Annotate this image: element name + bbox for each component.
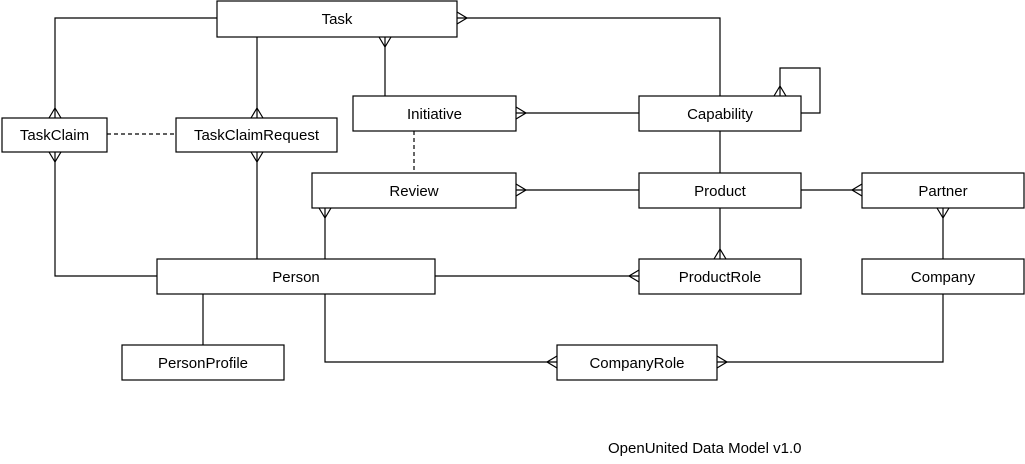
crowfoot-review-bottom bbox=[318, 207, 332, 220]
crowfoot-taskclaimrequest-top bbox=[250, 106, 264, 119]
crowfoot-review-right bbox=[515, 183, 528, 197]
edge-capability-task bbox=[457, 17, 721, 96]
entity-taskclaim-label: TaskClaim bbox=[20, 127, 89, 144]
entity-taskclaimrequest-label: TaskClaimRequest bbox=[194, 127, 320, 144]
entity-review: Review bbox=[311, 172, 517, 209]
entity-task-label: Task bbox=[322, 11, 353, 28]
crowfoot-productrole-left bbox=[627, 269, 640, 283]
crowfoot-taskclaim-top bbox=[48, 106, 62, 119]
crowfoot-initiative-right bbox=[515, 106, 528, 120]
diagram-caption: OpenUnited Data Model v1.0 bbox=[608, 440, 802, 457]
crowfoot-partner-bottom bbox=[936, 207, 950, 220]
edge-capability-self bbox=[779, 67, 821, 114]
entity-product-label: Product bbox=[694, 183, 747, 200]
entity-capability-label: Capability bbox=[687, 106, 753, 123]
crowfoot-capability-top bbox=[773, 84, 787, 97]
entity-product: Product bbox=[638, 172, 802, 209]
crowfoot-task-right bbox=[456, 11, 469, 25]
crowfoot-companyrole-left bbox=[545, 355, 558, 369]
entity-partner: Partner bbox=[861, 172, 1025, 209]
entity-partner-label: Partner bbox=[918, 183, 967, 200]
entity-company-label: Company bbox=[911, 269, 976, 286]
crowfoot-partner-left bbox=[850, 183, 863, 197]
edge-person-companyrole bbox=[324, 294, 557, 363]
entity-person: Person bbox=[156, 258, 436, 295]
entity-companyrole-label: CompanyRole bbox=[589, 355, 684, 372]
crowfoot-taskclaimrequest-bottom bbox=[250, 151, 264, 164]
entity-taskclaimrequest: TaskClaimRequest bbox=[175, 117, 338, 153]
crowfoot-companyrole-right bbox=[716, 355, 729, 369]
entity-personprofile: PersonProfile bbox=[121, 344, 285, 381]
entity-productrole-label: ProductRole bbox=[679, 269, 762, 286]
entity-taskclaim: TaskClaim bbox=[1, 117, 108, 153]
entity-initiative-label: Initiative bbox=[407, 106, 462, 123]
entity-capability: Capability bbox=[638, 95, 802, 132]
crowfoot-taskclaim-bottom bbox=[48, 151, 62, 164]
edge-task-taskclaim bbox=[54, 17, 217, 118]
edge-company-companyrole bbox=[717, 294, 944, 363]
entity-initiative: Initiative bbox=[352, 95, 517, 132]
entity-task: Task bbox=[216, 0, 458, 38]
crowfoot-productrole-top bbox=[713, 247, 727, 260]
entity-company: Company bbox=[861, 258, 1025, 295]
entity-personprofile-label: PersonProfile bbox=[158, 355, 248, 372]
edge-person-taskclaim bbox=[54, 152, 157, 277]
crowfoot-task-bottom bbox=[378, 36, 392, 49]
entity-companyrole: CompanyRole bbox=[556, 344, 718, 381]
entity-review-label: Review bbox=[389, 183, 438, 200]
entity-person-label: Person bbox=[272, 269, 320, 286]
entity-productrole: ProductRole bbox=[638, 258, 802, 295]
